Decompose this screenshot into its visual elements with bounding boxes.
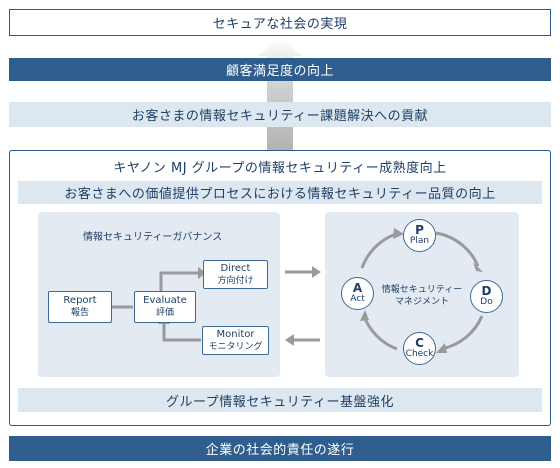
evaluate-box: Evaluate 評価	[134, 291, 196, 323]
direct-box: Direct 方向付け	[203, 260, 268, 289]
check-node: C Check	[403, 332, 436, 365]
check-letter: C	[415, 335, 424, 350]
evaluate-label: Evaluate	[143, 295, 187, 306]
report-label: Report	[63, 295, 97, 306]
plan-word: Plan	[409, 235, 430, 246]
management-line2: マネジメント	[394, 297, 449, 307]
plan-letter: P	[415, 222, 424, 237]
monitor-box: Monitor モニタリング	[202, 326, 269, 355]
check-word: Check	[405, 348, 434, 359]
foundation-band: グループ情報セキュリティー基盤強化	[18, 388, 542, 412]
act-letter: A	[352, 280, 363, 295]
direct-jp-label: 方向付け	[217, 275, 254, 286]
contribution-band: お客さまの情報セキュリティー課題解決への貢献	[9, 102, 551, 127]
plan-node: P Plan	[403, 219, 436, 252]
monitor-jp-label: モニタリング	[208, 341, 263, 352]
social-responsibility-band: 企業の社会的責任の遂行	[9, 436, 551, 461]
report-box: Report 報告	[48, 291, 112, 323]
customer-satisfaction-band: 顧客満足度の向上	[9, 58, 551, 81]
monitor-label: Monitor	[216, 328, 255, 340]
governance-title: 情報セキュリティーガバナンス	[83, 232, 223, 243]
maturity-title: キヤノン MJ グループの情報セキュリティー成熟度向上	[113, 160, 447, 176]
quality-band: お客さまへの価値提供プロセスにおける情報セキュリティー品質の向上	[18, 181, 542, 204]
direct-label: Direct	[220, 262, 251, 274]
management-line1: 情報セキュリティー	[381, 285, 463, 295]
evaluate-jp-label: 評価	[155, 308, 174, 318]
do-word: Do	[480, 296, 493, 307]
management-center: 情報セキュリティー マネジメント	[375, 283, 469, 309]
do-letter: D	[481, 283, 492, 298]
secure-society-goal: セキュアな社会の実現	[9, 9, 551, 36]
report-jp-label: 報告	[70, 308, 89, 318]
act-word: Act	[350, 293, 365, 304]
act-node: A Act	[341, 277, 374, 310]
do-node: D Do	[470, 280, 503, 313]
